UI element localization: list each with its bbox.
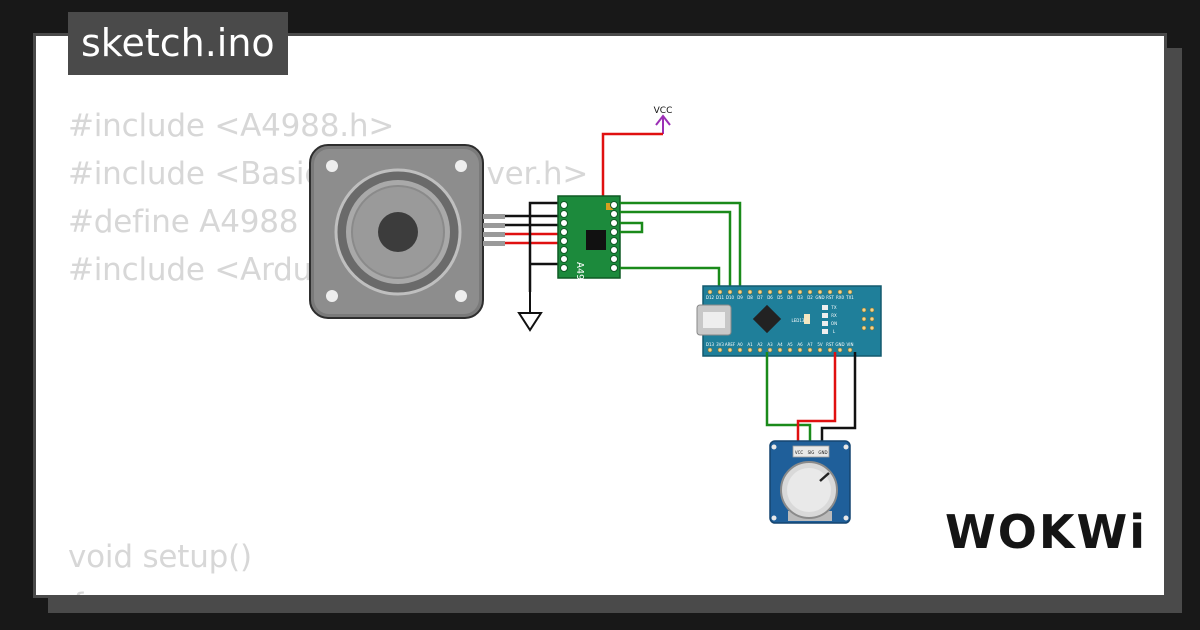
- svg-text:D6: D6: [767, 295, 773, 300]
- svg-text:D3: D3: [797, 295, 803, 300]
- svg-text:D13: D13: [706, 342, 715, 347]
- svg-text:A1: A1: [747, 342, 753, 347]
- svg-text:TX1: TX1: [845, 295, 854, 300]
- vcc-symbol: VCC: [654, 106, 673, 134]
- svg-text:VIN: VIN: [847, 342, 854, 347]
- svg-text:D7: D7: [757, 295, 763, 300]
- code-line-1: #include <A4988.h>: [68, 108, 395, 144]
- svg-text:A2: A2: [757, 342, 763, 347]
- ground-wire: [528, 201, 560, 292]
- arduino-nano[interactable]: D12 D11 D10 D9 D8 D7 D6 D5 D4 D3 D2 GND …: [696, 285, 882, 357]
- svg-text:VCC: VCC: [654, 106, 673, 116]
- vcc-wire: [601, 132, 663, 205]
- svg-text:VCC: VCC: [795, 450, 804, 455]
- svg-text:L: L: [833, 329, 836, 334]
- svg-text:D12: D12: [706, 295, 715, 300]
- svg-text:A4: A4: [777, 342, 783, 347]
- code-line-5: void setup(): [68, 539, 252, 575]
- svg-text:5V: 5V: [817, 342, 823, 347]
- svg-text:A5: A5: [787, 342, 793, 347]
- svg-text:3V3: 3V3: [716, 342, 724, 347]
- a4988-driver[interactable]: A4988: [557, 195, 621, 292]
- svg-text:A7: A7: [807, 342, 813, 347]
- svg-text:GND: GND: [818, 450, 827, 455]
- sketch-card: #include <A4988.h> #include <BasicSteppe…: [33, 33, 1167, 598]
- svg-text:GND: GND: [835, 342, 844, 347]
- svg-text:TX: TX: [830, 305, 836, 310]
- svg-text:GND: GND: [815, 295, 824, 300]
- svg-text:D4: D4: [787, 295, 793, 300]
- svg-text:A4988: A4988: [574, 262, 585, 292]
- svg-text:D9: D9: [737, 295, 743, 300]
- code-line-3: #define A4988: [68, 204, 299, 240]
- svg-text:RST: RST: [826, 342, 834, 347]
- svg-text:RX: RX: [831, 313, 837, 318]
- svg-text:D8: D8: [747, 295, 753, 300]
- motor-wires: [505, 214, 560, 245]
- svg-text:A6: A6: [797, 342, 803, 347]
- svg-text:D11: D11: [716, 295, 725, 300]
- svg-text:RX0: RX0: [836, 295, 845, 300]
- svg-text:ON: ON: [831, 321, 837, 326]
- code-line-6: {: [68, 587, 88, 595]
- svg-text:LED13: LED13: [792, 318, 805, 323]
- svg-text:AREF: AREF: [725, 342, 736, 347]
- svg-text:A0: A0: [737, 342, 743, 347]
- file-tab[interactable]: sketch.ino: [68, 12, 288, 75]
- svg-text:D5: D5: [777, 295, 783, 300]
- stepper-motor[interactable]: [309, 144, 505, 319]
- svg-text:D10: D10: [726, 295, 735, 300]
- svg-text:A3: A3: [767, 342, 773, 347]
- svg-text:SIG: SIG: [808, 450, 815, 455]
- driver-arduino-wires: [620, 201, 742, 290]
- potentiometer[interactable]: VCC SIG GND: [769, 440, 851, 524]
- arduino-pot-wires: [765, 352, 857, 446]
- svg-text:D2: D2: [807, 295, 813, 300]
- ground-symbol: [517, 290, 543, 332]
- svg-text:RST: RST: [826, 295, 834, 300]
- wokwi-logo: WOKWi: [945, 505, 1147, 559]
